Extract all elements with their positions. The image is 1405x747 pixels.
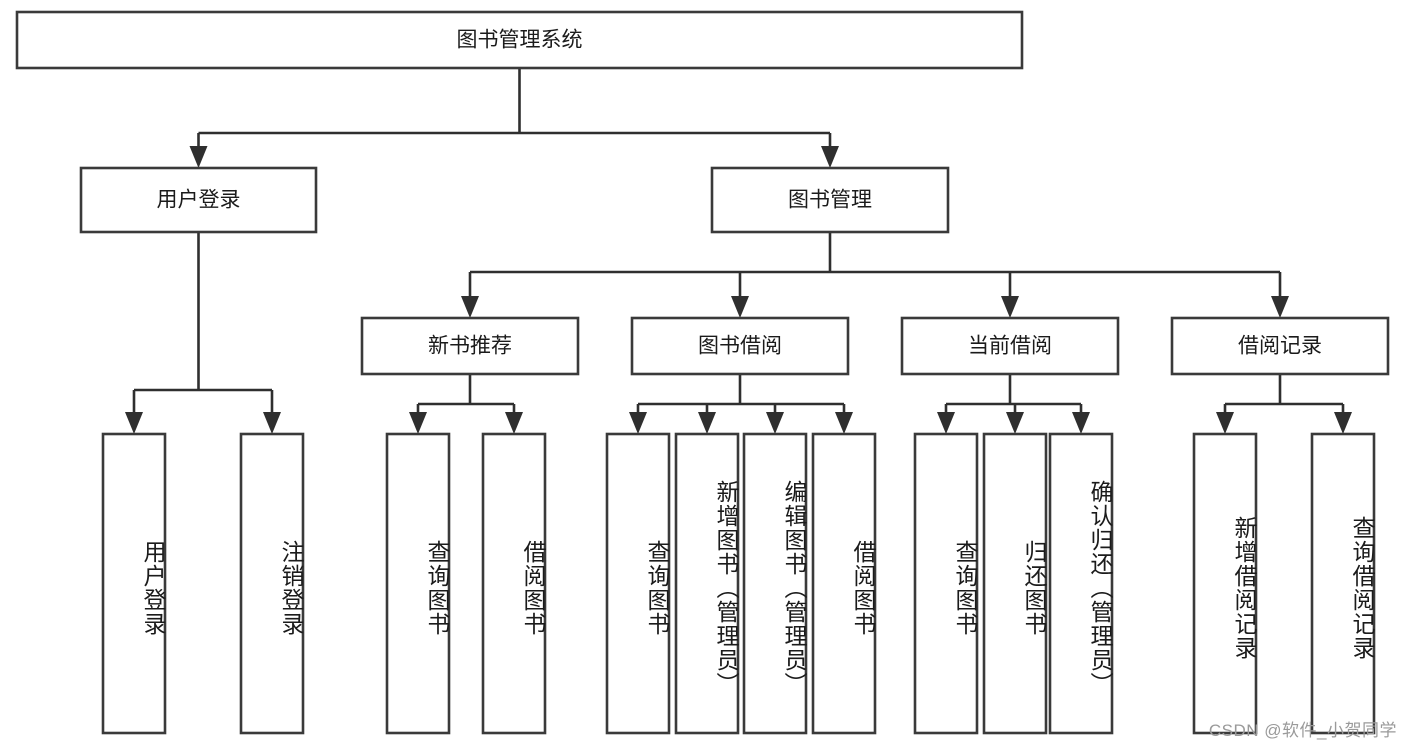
arrow-head-icon <box>1271 296 1289 318</box>
node-label-borrow-record: 借阅记录 <box>1238 335 1322 358</box>
arrow-head-icon <box>629 412 647 434</box>
arrow-head-icon <box>1216 412 1234 434</box>
node-box-leaf-edit-book[interactable] <box>742 432 808 735</box>
arrow-head-icon <box>731 296 749 318</box>
node-label-leaf-confirm-return: 确认归还（管理员） <box>1087 479 1113 696</box>
node-box-leaf-confirm-return[interactable] <box>1048 432 1114 735</box>
node-box-leaf-query-book-2[interactable] <box>605 432 671 735</box>
node-box-book-manage[interactable] <box>710 166 950 234</box>
arrow-head-icon <box>505 412 523 434</box>
node-box-book-borrow[interactable] <box>630 316 850 376</box>
node-box-leaf-borrow-book-2[interactable] <box>811 432 877 735</box>
node-box-user-login[interactable] <box>79 166 318 234</box>
node-box-leaf-query-book-1[interactable] <box>385 432 451 735</box>
node-label-leaf-query-record: 查询借阅记录 <box>1349 515 1375 660</box>
arrow-head-icon <box>1334 412 1352 434</box>
node-label-leaf-borrow-book-2: 借阅图书 <box>850 539 876 636</box>
arrow-head-icon <box>461 296 479 318</box>
node-boxes-group <box>15 10 1390 735</box>
node-box-leaf-borrow-book-1[interactable] <box>481 432 547 735</box>
node-label-leaf-add-record: 新增借阅记录 <box>1231 515 1257 660</box>
node-label-leaf-borrow-book-1: 借阅图书 <box>520 539 546 636</box>
node-label-leaf-return-book: 归还图书 <box>1021 539 1047 636</box>
node-label-leaf-add-book: 新增图书（管理员） <box>713 479 739 696</box>
node-box-current-borrow[interactable] <box>900 316 1120 376</box>
arrow-head-icon <box>125 412 143 434</box>
node-label-leaf-query-book-2: 查询图书 <box>644 539 670 636</box>
arrow-head-icon <box>189 146 208 168</box>
arrow-head-icon <box>1006 412 1024 434</box>
node-label-leaf-query-book-3: 查询图书 <box>952 539 978 636</box>
node-label-book-borrow: 图书借阅 <box>698 335 782 358</box>
arrow-head-icon <box>409 412 427 434</box>
arrow-head-icon <box>263 412 281 434</box>
node-box-leaf-query-record[interactable] <box>1310 432 1376 735</box>
node-box-leaf-add-record[interactable] <box>1192 432 1258 735</box>
node-label-leaf-user-login: 用户登录 <box>140 539 166 636</box>
node-label-leaf-edit-book: 编辑图书（管理员） <box>781 479 807 696</box>
arrow-head-icon <box>766 412 784 434</box>
arrow-head-icon <box>1072 412 1090 434</box>
arrow-head-icon <box>1001 296 1019 318</box>
node-box-leaf-return-book[interactable] <box>982 432 1048 735</box>
node-label-new-book-rec: 新书推荐 <box>428 335 512 358</box>
arrow-head-icon <box>698 412 716 434</box>
node-box-borrow-record[interactable] <box>1170 316 1390 376</box>
node-box-leaf-query-book-3[interactable] <box>913 432 979 735</box>
node-label-root: 图书管理系统 <box>457 29 583 52</box>
arrow-head-icon <box>821 146 839 168</box>
node-label-leaf-user-logout: 注销登录 <box>278 539 304 636</box>
node-label-leaf-query-book-1: 查询图书 <box>424 539 450 636</box>
connector-lines-group <box>125 68 1352 434</box>
node-label-current-borrow: 当前借阅 <box>968 335 1052 358</box>
node-box-leaf-add-book[interactable] <box>674 432 740 735</box>
node-label-user-login: 用户登录 <box>157 189 241 212</box>
node-label-book-manage: 图书管理 <box>788 189 872 212</box>
arrow-head-icon <box>835 412 853 434</box>
node-box-new-book-rec[interactable] <box>360 316 580 376</box>
node-box-leaf-user-login[interactable] <box>101 432 167 735</box>
node-box-root[interactable] <box>15 10 1024 70</box>
node-box-leaf-user-logout[interactable] <box>239 432 305 735</box>
watermark-text: CSDN @软件_小贺同学 <box>1208 721 1397 740</box>
arrow-head-icon <box>937 412 955 434</box>
